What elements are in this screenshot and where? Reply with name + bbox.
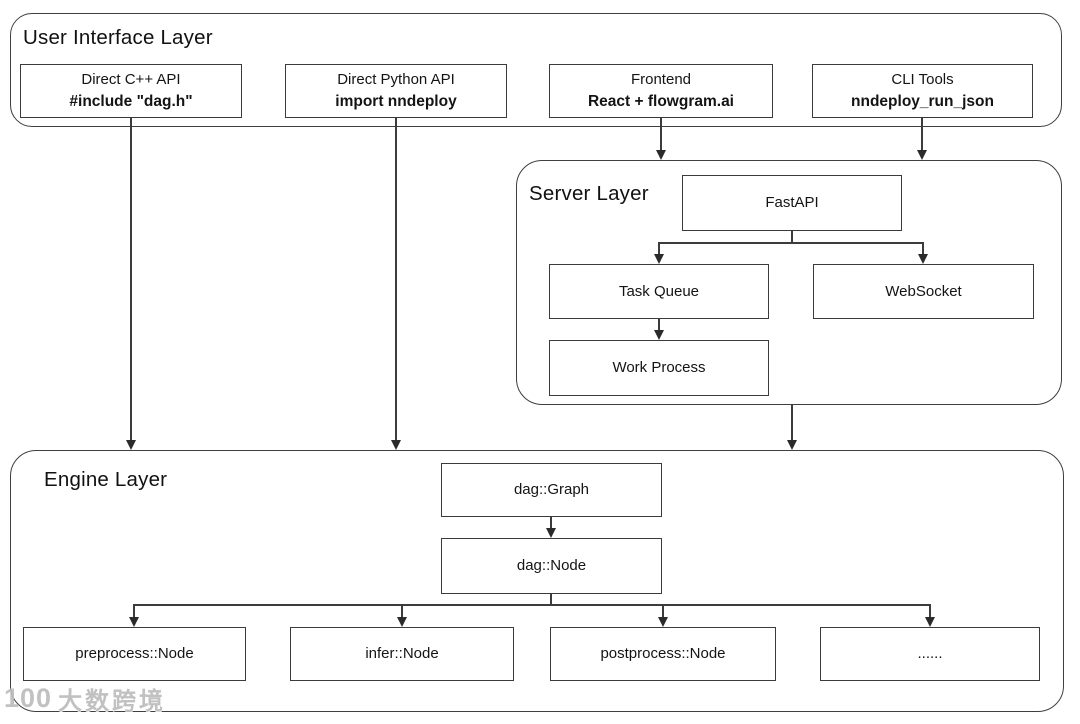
- node-label: CLI Tools: [891, 71, 954, 89]
- node-label: Work Process: [612, 359, 706, 377]
- connector-dagnode-stem: [550, 594, 552, 604]
- watermark: 100 大数跨境: [4, 681, 166, 716]
- node-label: ......: [917, 645, 943, 663]
- watermark-logo: 100: [4, 683, 53, 713]
- connector-branch-postprocess: [662, 604, 664, 617]
- node-direct-cpp-api: Direct C++ API #include "dag.h": [20, 64, 242, 118]
- node-cli-tools: CLI Tools nndeploy_run_json: [812, 64, 1033, 118]
- node-websocket: WebSocket: [813, 264, 1034, 319]
- node-dag-node: dag::Node: [441, 538, 662, 594]
- node-preprocess: preprocess::Node: [23, 627, 246, 681]
- arrowhead-dagnode: [546, 528, 556, 538]
- connector-branch-preprocess: [133, 604, 135, 617]
- ui-layer-title: User Interface Layer: [23, 26, 213, 49]
- connector-branch-infer: [401, 604, 403, 617]
- node-work-process: Work Process: [549, 340, 769, 396]
- arrowhead-python-to-engine: [391, 440, 401, 450]
- node-label: Direct C++ API: [81, 71, 181, 89]
- node-label: Task Queue: [618, 282, 700, 300]
- connector-frontend-to-server: [660, 118, 662, 150]
- connector-fastapi-split: [659, 242, 923, 244]
- arrowhead-server-to-engine: [787, 440, 797, 450]
- node-sublabel: #include "dag.h": [69, 92, 193, 110]
- arrowhead-cpp-to-engine: [126, 440, 136, 450]
- node-label: Direct Python API: [337, 71, 455, 89]
- arrowhead-websocket: [918, 254, 928, 264]
- arrowhead-frontend-to-server: [656, 150, 666, 160]
- connector-taskqueue-to-workprocess: [658, 319, 660, 330]
- arrowhead-cli-to-server: [917, 150, 927, 160]
- node-label: infer::Node: [365, 645, 439, 663]
- node-ellipsis: ......: [820, 627, 1040, 681]
- node-sublabel: import nndeploy: [335, 92, 457, 110]
- connector-dagnode-split: [134, 604, 930, 606]
- connector-server-to-engine: [791, 405, 793, 440]
- node-sublabel: React + flowgram.ai: [587, 92, 734, 110]
- server-layer-title: Server Layer: [529, 182, 649, 205]
- connector-fastapi-stem: [791, 231, 793, 242]
- node-label: dag::Node: [516, 557, 587, 575]
- arrowhead-taskqueue: [654, 254, 664, 264]
- node-label: WebSocket: [885, 282, 962, 300]
- node-direct-python-api: Direct Python API import nndeploy: [285, 64, 507, 118]
- node-label: FastAPI: [765, 194, 819, 212]
- arrowhead-preprocess: [129, 617, 139, 627]
- arrowhead-more: [925, 617, 935, 627]
- connector-cpp-to-engine: [130, 118, 132, 440]
- connector-branch-websocket: [922, 242, 924, 254]
- node-label: Frontend: [630, 71, 692, 89]
- node-fastapi: FastAPI: [682, 175, 902, 231]
- node-dag-graph: dag::Graph: [441, 463, 662, 517]
- connector-python-to-engine: [395, 118, 397, 440]
- engine-layer-title: Engine Layer: [44, 468, 168, 491]
- node-sublabel: nndeploy_run_json: [851, 92, 994, 110]
- connector-daggraph-to-dagnode: [550, 517, 552, 528]
- arrowhead-workprocess: [654, 330, 664, 340]
- connector-cli-to-server: [921, 118, 923, 150]
- node-postprocess: postprocess::Node: [550, 627, 776, 681]
- node-frontend: Frontend React + flowgram.ai: [549, 64, 773, 118]
- arrowhead-infer: [397, 617, 407, 627]
- node-infer: infer::Node: [290, 627, 514, 681]
- node-label: dag::Graph: [513, 481, 590, 499]
- node-label: preprocess::Node: [75, 645, 194, 663]
- arrowhead-postprocess: [658, 617, 668, 627]
- connector-branch-taskqueue: [658, 242, 660, 254]
- node-label: postprocess::Node: [600, 645, 726, 663]
- connector-branch-more: [929, 604, 931, 617]
- watermark-text: 大数跨境: [58, 688, 167, 715]
- node-task-queue: Task Queue: [549, 264, 769, 319]
